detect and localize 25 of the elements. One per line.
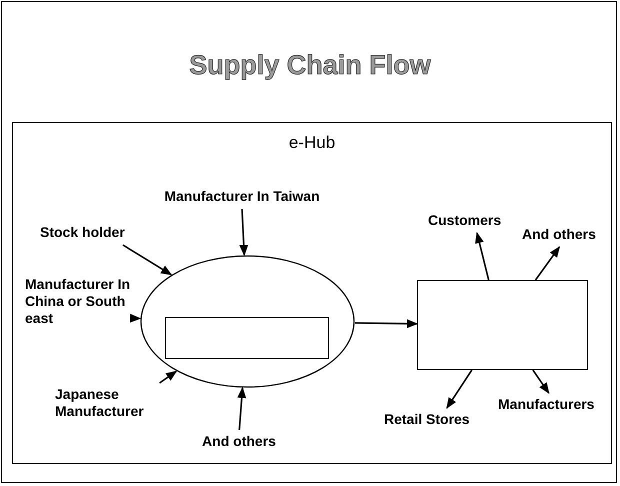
group-panel: [12, 122, 612, 464]
empty-box: [417, 280, 588, 370]
arrow: [159, 370, 178, 384]
label-text: And others: [522, 226, 614, 244]
arrow: [237, 386, 246, 430]
arrow: [239, 208, 248, 256]
label-text: Manufacturer In China or South east: [25, 276, 137, 330]
arrow: [122, 244, 172, 276]
diagram-title: Supply Chain Flow: [188, 50, 432, 81]
arrow: [130, 314, 142, 323]
arrow: [354, 319, 418, 328]
label-text: Stock holder: [40, 224, 148, 242]
arrow: [475, 232, 490, 280]
empty-box: [165, 317, 329, 359]
arrow: [446, 370, 473, 409]
arrow: [534, 246, 560, 280]
ellipse-shape: [140, 255, 355, 388]
label-text: Japanese Manufacturer: [55, 386, 167, 422]
label-text: Manufacturers: [498, 396, 616, 414]
label-text: And others: [193, 433, 285, 451]
label-text: Manufacturer In Taiwan: [150, 188, 334, 206]
panel-heading: e-Hub: [288, 133, 336, 153]
label-text: Retail Stores: [384, 411, 494, 429]
arrow: [532, 370, 550, 394]
label-text: Customers: [428, 212, 520, 230]
